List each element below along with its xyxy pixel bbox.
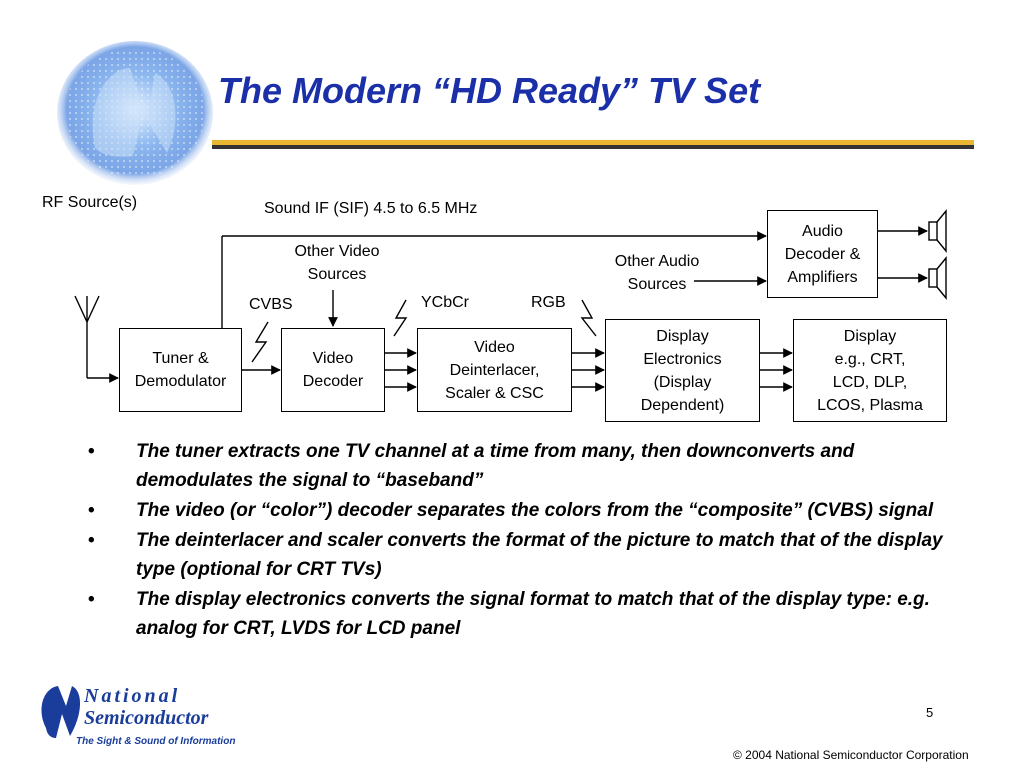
national-semiconductor-logo: National Semiconductor The Sight & Sound… [41,685,235,747]
other-video-label-1: Other Video [294,243,380,260]
sif-line [221,231,767,328]
lightning-icon [580,299,597,337]
bullet-text: The deinterlacer and scaler converts the… [136,530,943,580]
block-line: LCD, DLP, [832,373,908,391]
rf-source-label: RF Source(s) [42,194,138,211]
deinterlacer-to-electronics-arrows [572,348,605,392]
block-line: Amplifiers [787,268,858,286]
block-line: Display [843,327,897,345]
block-line: LCOS, Plasma [817,396,923,414]
block-line: Audio [802,222,843,240]
rgb-label: RGB [531,294,566,311]
bullet-item: • The deinterlacer and scaler converts th… [88,526,948,584]
block-line: e.g., CRT, [834,350,906,368]
block-line: Scaler & CSC [445,384,544,402]
lightning-icon [251,321,269,363]
block-line: (Display [653,373,712,391]
decoder-to-deinterlacer-arrows [385,348,417,392]
page-number: 5 [926,705,934,720]
sound-if-label: Sound IF (SIF) 4.5 to 6.5 MHz [264,200,478,217]
tuner-demodulator-block: Tuner & Demodulator [119,328,242,412]
block-line: Decoder [302,373,364,390]
speaker-icon [928,209,947,253]
other-audio-label-2: Sources [627,276,687,293]
logo-line1: National [83,685,180,707]
slide-title: The Modern “HD Ready” TV Set [218,70,761,111]
block-line: Deinterlacer, [449,361,540,379]
logo-tagline: The Sight & Sound of Information [76,736,235,747]
display-block: Display e.g., CRT, LCD, DLP, LCOS, Plasma [793,319,947,422]
speaker-icon [928,256,947,300]
bullet-item: • The tuner extracts one TV channel at a … [88,437,948,495]
block-line: Video [474,338,515,356]
block-line: Video [312,350,354,367]
bullet-dot: • [88,441,95,462]
bullet-item: • The display electronics converts the si… [88,585,948,643]
audio-to-speaker-arrows [878,226,928,283]
bullet-text: The display electronics converts the sig… [136,589,930,639]
bullet-dot: • [88,500,95,521]
antenna-icon [74,295,119,383]
copyright-notice: © 2004 National Semiconductor Corporatio… [733,748,969,762]
electronics-to-display-arrows [760,348,793,392]
block-line: Tuner & [152,350,209,367]
block-line: Electronics [643,350,722,368]
bullet-dot: • [88,530,95,551]
title-underline [212,140,974,149]
bullet-list: • The tuner extracts one TV channel at a … [88,437,948,644]
bullet-text: The tuner extracts one TV channel at a t… [136,441,855,491]
signal-flow-diagram [74,209,947,392]
block-line: Demodulator [134,373,227,390]
bullet-text: The video (or “color”) decoder separates… [136,500,934,521]
block-line: Dependent) [640,396,725,414]
logo-line2: Semiconductor [84,707,209,729]
block-line: Display [656,327,709,345]
other-audio-label-1: Other Audio [614,253,700,270]
bullet-item: • The video (or “color”) decoder separate… [88,496,948,525]
ycbcr-label: YCbCr [421,294,470,311]
lightning-icon [393,299,408,337]
cvbs-label: CVBS [249,296,293,313]
bullet-dot: • [88,589,95,610]
national-orb-logo [57,41,213,185]
block-line: Decoder & [784,245,861,263]
other-video-label-2: Sources [307,266,367,283]
